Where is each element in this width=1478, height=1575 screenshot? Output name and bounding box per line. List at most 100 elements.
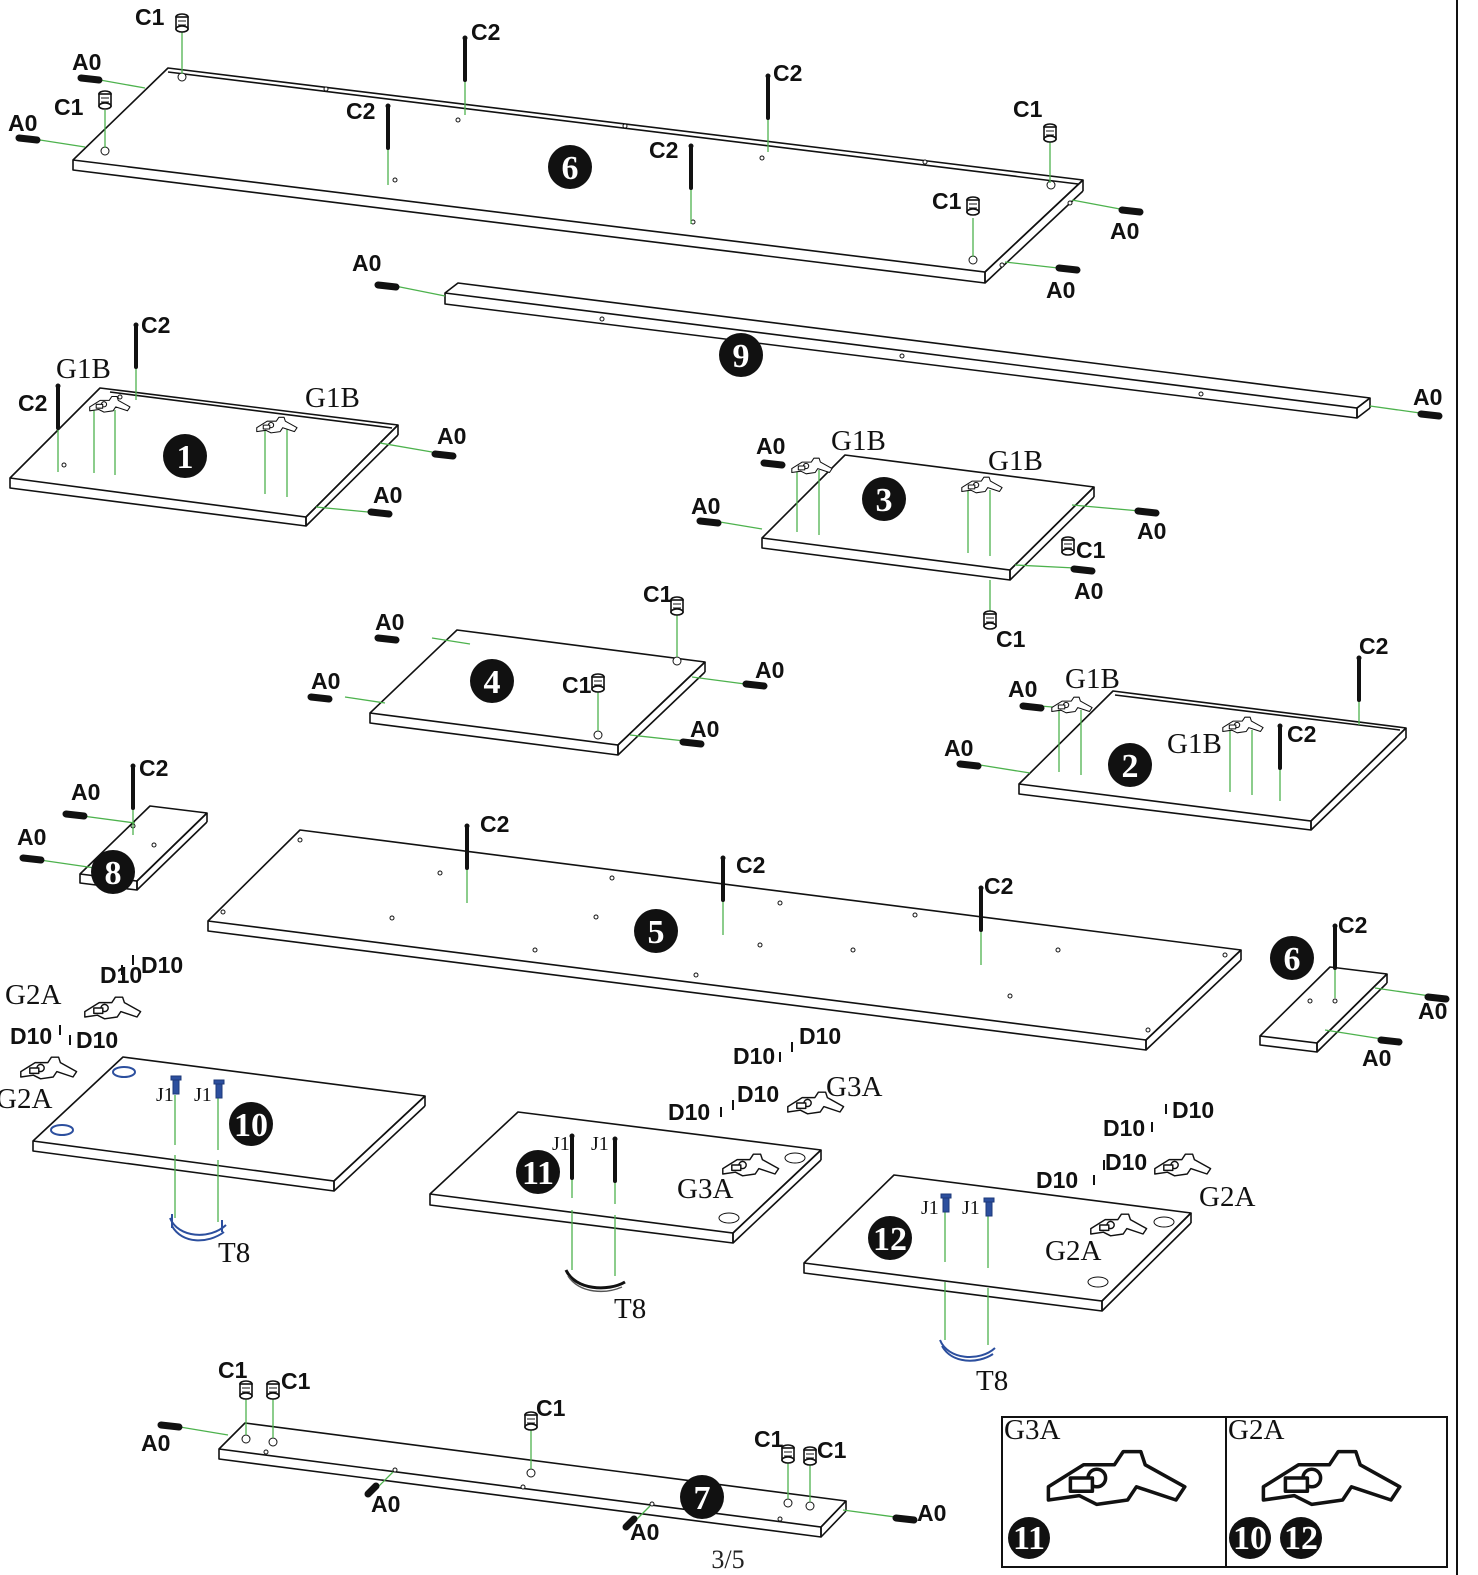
label-g2a: G2A [5,979,61,1011]
badge-4-text: 4 [484,664,501,701]
part-4-panel: 4 [311,596,764,756]
label-g1b: G1B [305,382,360,414]
label-g1b: G1B [56,353,111,385]
part-6-top-panel: 6 [19,13,1140,284]
label-a0: A0 [1418,998,1447,1024]
inset-badge-12-text: 12 [1284,1520,1318,1557]
label-a0: A0 [352,250,381,276]
part-1-panel: 1 [9,320,453,527]
label-g1b: G1B [1167,728,1222,760]
badge-6-small [1270,936,1314,980]
label-t8: T8 [614,1293,646,1325]
badge-1 [163,434,207,478]
badge-7 [680,1475,724,1519]
part-2-panel: 2 [960,653,1407,831]
page-number: 3/5 [711,1545,744,1574]
label-c1: C1 [1013,96,1043,122]
badge-7-text: 7 [694,1480,711,1517]
badge-2 [1108,743,1152,787]
label-c2: C2 [141,312,170,338]
part-11-door: 11 [429,1091,845,1293]
label-a0: A0 [373,482,402,508]
badge-9 [719,333,763,377]
label-a0: A0 [630,1519,659,1545]
inset-g2a-title: G2A [1228,1414,1284,1446]
label-c2: C2 [471,19,500,45]
label-c2: C2 [984,873,1013,899]
inset-badge-10 [1229,1517,1271,1559]
badge-3-text: 3 [876,482,893,519]
badge-12-text: 12 [873,1221,907,1258]
label-c1: C1 [54,94,84,120]
label-a0: A0 [71,779,100,805]
badge-5 [634,909,678,953]
label-a0: A0 [17,824,46,850]
label-a0: A0 [690,716,719,742]
part-5-panel: 5 [207,821,1242,1051]
d10-screws [59,955,1167,1185]
badge-10 [229,1102,273,1146]
label-c2: C2 [18,390,47,416]
label-c2: C2 [1338,912,1367,938]
label-d10: D10 [1103,1115,1145,1141]
label-c1: C1 [932,188,962,214]
label-c2: C2 [139,755,168,781]
label-g1b: G1B [1065,663,1120,695]
hinge-legend-box: G3A G2A 11 10 12 [1001,1414,1448,1568]
part-12-door: 12 [803,1153,1212,1362]
part-9-rail: 9 [378,283,1439,418]
label-a0: A0 [917,1500,946,1526]
label-c1: C1 [643,581,673,607]
part-6-small-panel: 6 [1259,921,1446,1053]
inset-badge-11-text: 11 [1013,1520,1045,1557]
label-t8: T8 [218,1237,250,1269]
label-a0: A0 [311,668,340,694]
part-7-rail: 7 [161,1380,914,1538]
badge-9-text: 9 [733,338,750,375]
label-c2: C2 [736,852,765,878]
label-a0: A0 [1362,1045,1391,1071]
label-a0: A0 [72,49,101,75]
label-a0: A0 [1074,578,1103,604]
badge-6-small-text: 6 [1284,941,1301,978]
label-a0: A0 [1008,676,1037,702]
label-g2a: G2A [1199,1181,1255,1213]
label-c2: C2 [1359,633,1388,659]
label-c1: C1 [135,4,165,30]
inset-badge-12 [1280,1517,1322,1559]
label-g2a: G2A [0,1083,52,1115]
label-j1: J1 [921,1197,939,1219]
label-g3a: G3A [826,1071,882,1103]
inset-badge-11 [1008,1517,1050,1559]
label-a0: A0 [755,657,784,683]
label-a0: A0 [944,735,973,761]
label-j1: J1 [591,1133,609,1155]
inset-badge-10-text: 10 [1233,1520,1267,1557]
label-a0: A0 [8,110,37,136]
label-d10: D10 [737,1081,779,1107]
hardware-labels: C1 A0 C1 A0 C2 C2 C2 C2 C1 C1 A0 A0 A0 A… [0,4,1447,1545]
label-c2: C2 [346,98,375,124]
label-d10: D10 [668,1099,710,1125]
badge-6-top [548,145,592,189]
part-3-panel: 3 [700,454,1156,630]
label-d10: D10 [76,1027,118,1053]
label-a0: A0 [1137,518,1166,544]
badge-11-text: 11 [522,1155,554,1192]
inset-g3a-title: G3A [1004,1414,1060,1446]
label-d10: D10 [10,1023,52,1049]
label-d10: D10 [799,1023,841,1049]
badge-6-top-text: 6 [562,150,579,187]
label-c2: C2 [773,60,802,86]
label-g2a: G2A [1045,1235,1101,1267]
badge-8-text: 8 [105,855,122,892]
label-c1: C1 [996,626,1026,652]
badge-2-text: 2 [1122,748,1139,785]
label-c1: C1 [754,1426,784,1452]
label-a0: A0 [437,423,466,449]
label-a0: A0 [1046,277,1075,303]
label-d10: D10 [733,1043,775,1069]
part-8-panel: 8 [23,761,208,894]
badge-4 [470,659,514,703]
